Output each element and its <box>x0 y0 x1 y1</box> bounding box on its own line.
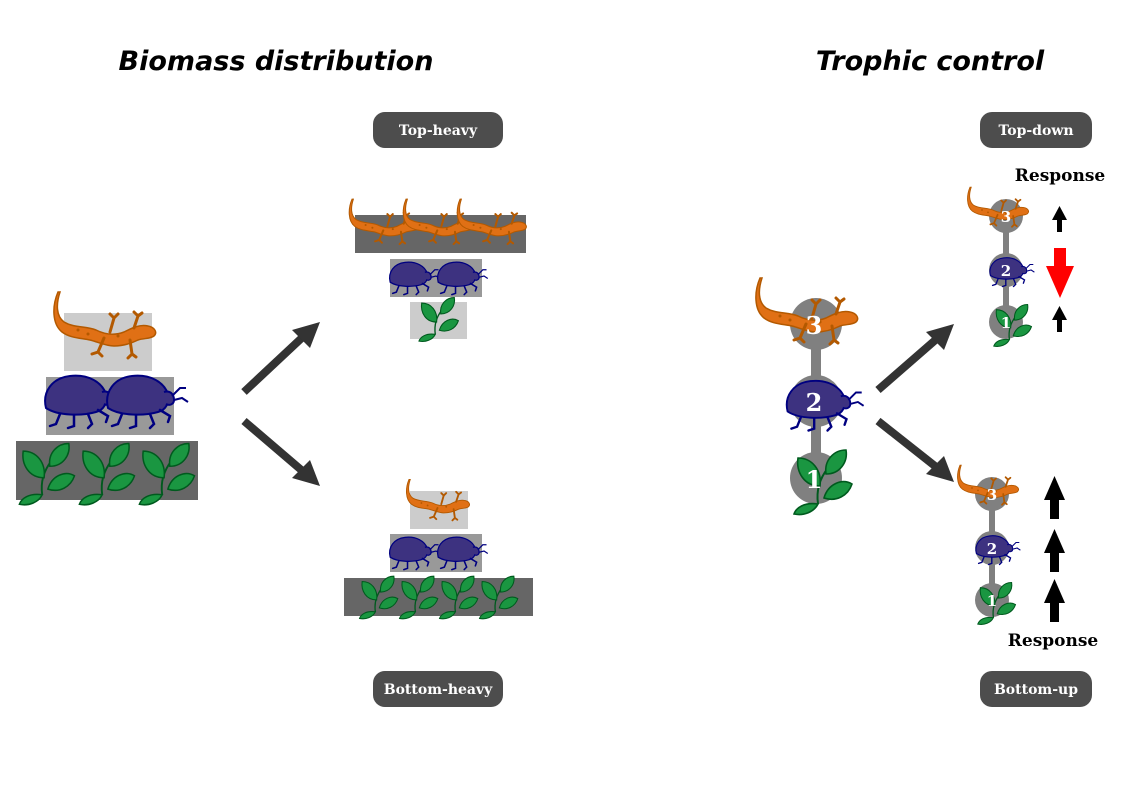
level-number-3: 3 <box>1001 208 1011 226</box>
bottom-heavy-pyramid: Bottom-heavy <box>344 478 533 707</box>
top-down-pill <box>980 112 1092 148</box>
response-arrow-up <box>1044 476 1065 519</box>
bottom-up-pill <box>980 671 1092 707</box>
level-number-1: 1 <box>987 592 997 610</box>
response-arrow-up <box>1052 306 1067 332</box>
base-food-chain: 3 2 1 <box>754 276 865 516</box>
bottom-up-chain: 3 2 1 Response Bottom-up <box>956 464 1099 707</box>
left-branch-arrows <box>241 322 320 486</box>
level-number-2: 2 <box>987 540 997 558</box>
right-branch-arrows <box>875 324 954 482</box>
level-number-1: 1 <box>806 465 823 494</box>
response-arrow-up <box>1044 579 1065 622</box>
base-pyramid <box>16 290 198 506</box>
response-arrow-up <box>1044 529 1065 572</box>
level-number-1: 1 <box>1001 314 1011 332</box>
arrow-icon <box>241 417 309 478</box>
bottom-heavy-label: Bottom-heavy <box>384 682 493 698</box>
arrow-icon <box>926 456 954 482</box>
title-trophic-control: Trophic control <box>816 46 1045 77</box>
level-number-3: 3 <box>987 486 997 504</box>
response-arrow-down-red <box>1046 248 1074 298</box>
response-arrow-up <box>1052 206 1067 232</box>
arrow-icon <box>875 332 943 394</box>
top-down-label: Top-down <box>998 123 1073 139</box>
bottom-up-label: Bottom-up <box>994 682 1078 698</box>
top-down-chain: Top-down Response 3 2 1 <box>966 112 1106 348</box>
level-number-3: 3 <box>806 311 823 340</box>
response-label-top: Response <box>1015 166 1106 186</box>
top-heavy-label: Top-heavy <box>399 123 478 139</box>
arrow-icon <box>241 331 309 395</box>
response-label-bottom: Response <box>1008 631 1099 651</box>
level-number-2: 2 <box>1001 262 1011 280</box>
arrow-icon <box>292 322 320 348</box>
bottom-heavy-pill <box>373 671 503 707</box>
arrow-icon <box>926 324 954 350</box>
title-biomass-distribution: Biomass distribution <box>119 46 434 77</box>
top-heavy-pyramid: Top-heavy <box>348 112 528 343</box>
top-heavy-pill <box>373 112 503 148</box>
arrow-icon <box>292 460 320 486</box>
level-number-2: 2 <box>806 388 823 417</box>
arrow-icon <box>875 417 943 474</box>
